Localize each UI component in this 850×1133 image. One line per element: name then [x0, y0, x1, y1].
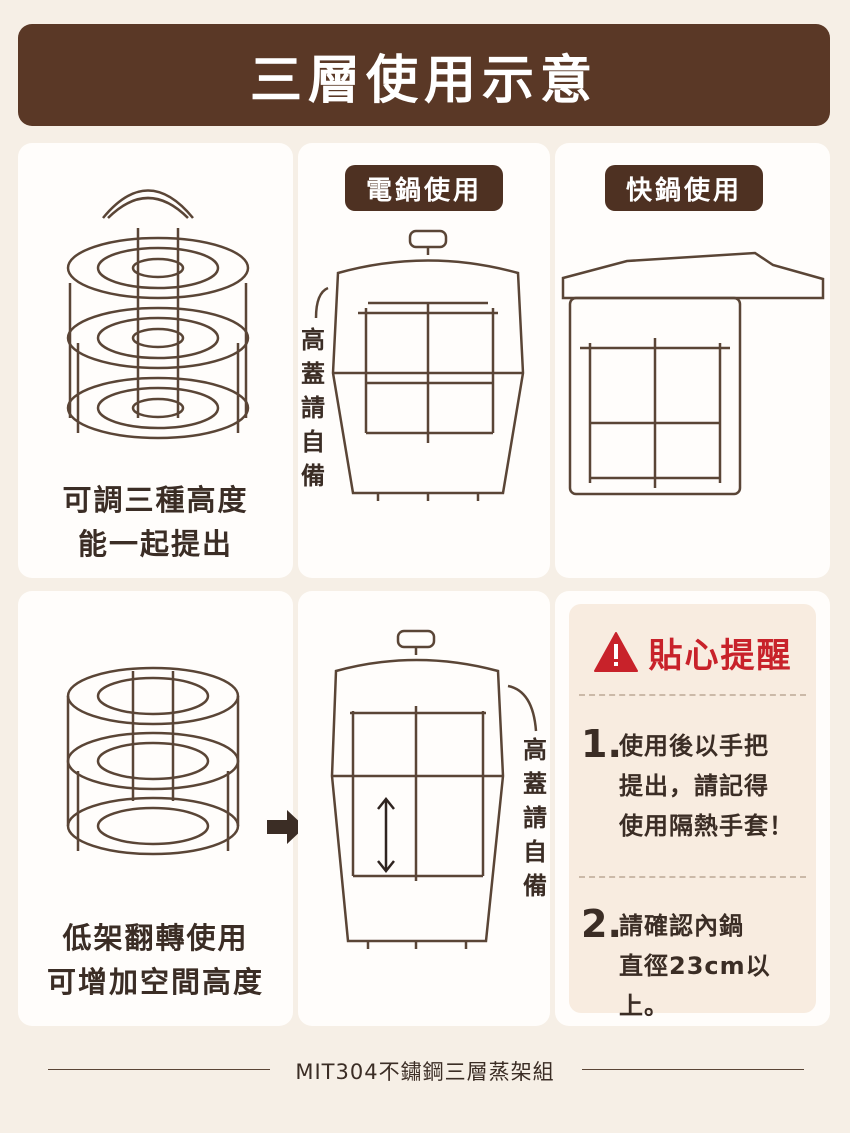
footer-line-right [582, 1069, 804, 1070]
pressure-cooker-illustration [561, 251, 825, 496]
card-pressure-cooker: 快鍋使用 [555, 143, 830, 578]
footer-product-name: MIT304不鏽鋼三層蒸架組 [295, 1060, 555, 1084]
card-electric-pot: 電鍋使用 高 蓋 請 自 備 [298, 143, 550, 578]
tips-panel: 貼心提醒 1. 使用後以手把 提出，請記得 使用隔熱手套！ 2. 請確認內鍋 直… [569, 604, 816, 1020]
three-tier-rack-illustration [66, 189, 250, 440]
tip-2-line: 請確認內鍋 [619, 912, 744, 940]
tips-title-text: 貼心提醒 [648, 635, 793, 676]
flip-caption: 低架翻轉使用 可增加空間高度 [18, 916, 293, 1004]
flipped-pot-lid-note: 高 蓋 請 自 備 [520, 733, 550, 903]
footer: MIT304不鏽鋼三層蒸架組 [0, 1050, 850, 1090]
note-char: 高 [301, 326, 325, 354]
card-flipped-in-pot: 高 蓋 請 自 備 [298, 591, 550, 1026]
note-char: 備 [523, 872, 547, 900]
tip-1-line: 使用後以手把 [619, 732, 769, 760]
flip-caption-line1: 低架翻轉使用 [62, 921, 249, 955]
tip-1-line: 提出，請記得 [619, 772, 769, 800]
adjustable-caption-line1: 可調三種高度 [62, 483, 249, 517]
tip-1-number: 1. [581, 722, 622, 766]
page-header: 三層使用示意 [18, 24, 830, 126]
electric-pot-pill: 電鍋使用 [345, 165, 503, 211]
card-adjustable-rack: 可調三種高度 能一起提出 [18, 143, 293, 578]
adjustable-caption-line2: 能一起提出 [77, 527, 233, 561]
tips-divider [579, 876, 806, 878]
note-char: 自 [523, 838, 547, 866]
electric-pot-illustration [314, 229, 525, 501]
warning-triangle-icon [593, 632, 638, 672]
adjustable-caption: 可調三種高度 能一起提出 [18, 478, 293, 566]
tips-divider [579, 694, 806, 696]
note-char: 蓋 [301, 360, 325, 388]
tips-heading: 貼心提醒 [569, 622, 816, 682]
electric-pot-lid-note: 高 蓋 請 自 備 [298, 323, 328, 493]
flipped-rack-illustration [66, 666, 240, 856]
up-down-arrow-icon [377, 796, 395, 874]
pressure-cooker-pill: 快鍋使用 [605, 165, 763, 211]
note-char: 蓋 [523, 770, 547, 798]
arrow-right-icon [267, 810, 305, 844]
tip-2-line: 直徑23cm以上。 [619, 952, 771, 1020]
tip-1-text: 使用後以手把 提出，請記得 使用隔熱手套！ [619, 726, 794, 846]
tip-2-text: 請確認內鍋 直徑23cm以上。 [619, 906, 816, 1026]
page-title: 三層使用示意 [249, 50, 598, 111]
footer-line-left [48, 1069, 270, 1070]
note-char: 高 [523, 736, 547, 764]
flip-caption-line2: 可增加空間高度 [46, 965, 264, 999]
tip-1-line: 使用隔熱手套！ [619, 812, 794, 840]
card-flip-rack: 低架翻轉使用 可增加空間高度 [18, 591, 293, 1026]
note-char: 備 [301, 462, 325, 490]
note-char: 請 [301, 394, 325, 422]
note-char: 請 [523, 804, 547, 832]
tip-2-number: 2. [581, 902, 622, 946]
note-char: 自 [301, 428, 325, 456]
flipped-pot-illustration [330, 629, 538, 949]
